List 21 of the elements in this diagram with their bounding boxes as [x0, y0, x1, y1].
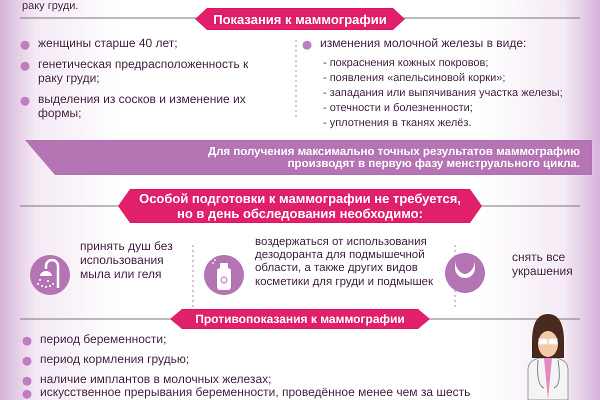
text-label: - западания или выпячивания участка железы; [323, 87, 564, 100]
text-label: - покраснения кожных покровов; [323, 57, 490, 70]
bullet-item: выделения из сосков и изменение их формы; [38, 93, 247, 121]
heading-banner: Показания к маммографии [195, 8, 405, 30]
heading-banner: Противопоказания к маммографии [170, 309, 430, 329]
text-label: воздержаться от использования дезодоранта для подмышечной области, а также других видов косметики для груди и подмышек [255, 236, 434, 289]
text-label: снять все украшения [512, 251, 574, 279]
bullet-item: генетическая предрасположенность к раку груди; [38, 58, 250, 86]
text-label: - отечности и болезненности; [323, 102, 474, 115]
info-band: Для получения максимально точных результатов маммографию производят в первую фазу менструального цикла. [25, 140, 592, 175]
text-label: - появления «апельсиновой корки»; [323, 72, 506, 85]
bullet-item: женщины старше 40 лет; [38, 37, 179, 51]
bullet-item: наличие имплантов в молочных железах; [40, 373, 272, 387]
text-label: раку груди. [22, 0, 80, 13]
bullet-item: изменения молочной железы в виде: [320, 37, 528, 51]
bullet-item: период кормления грудью; [40, 353, 190, 367]
bullet-item: период беременности; [40, 333, 168, 347]
heading-banner: Особой подготовки к маммографии не требуется, но в день обследования необходимо: [118, 189, 482, 223]
text-label: принять душ без использования мыла или геля [80, 240, 174, 282]
bullet-item: искусственное прерывания беременности, проведённое менее чем за шесть [40, 386, 472, 400]
text-label: - уплотнения в тканях желёз. [323, 117, 472, 130]
